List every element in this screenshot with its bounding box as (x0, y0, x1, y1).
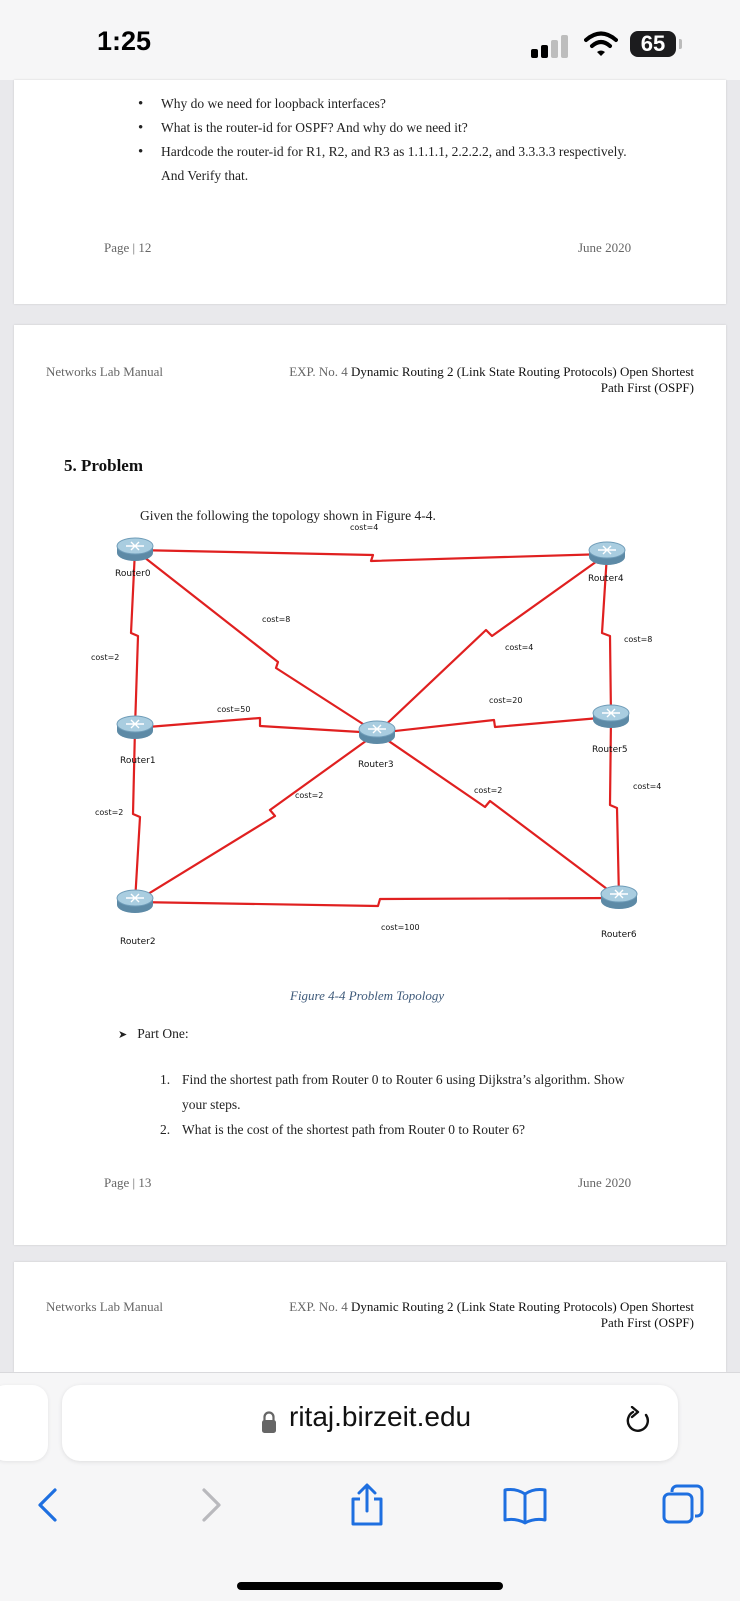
previous-tab-preview[interactable] (0, 1385, 48, 1461)
link-router0-router4 (135, 550, 607, 561)
link-label: cost=20 (489, 696, 522, 705)
forward-icon[interactable] (187, 1482, 233, 1528)
url-text[interactable]: ritaj.birzeit.edu (289, 1401, 471, 1433)
share-icon[interactable] (344, 1482, 390, 1528)
part-one-question-list: 1. Find the shortest path from Router 0 t… (160, 1067, 650, 1142)
link-router1-router3 (135, 718, 377, 733)
list-number: 1. (160, 1067, 170, 1092)
question-bullet-list: Why do we need for loopback interfaces? … (125, 92, 645, 188)
bullet-item: Why do we need for loopback interfaces? (125, 92, 645, 116)
bullet-item: Hardcode the router-id for R1, R2, and R… (125, 140, 645, 188)
experiment-title: Dynamic Routing 2 (Link State Routing Pr… (351, 364, 694, 395)
router-icon-router1 (117, 716, 153, 739)
status-bar: 1:25 65 (0, 0, 740, 80)
router-icon-router3 (359, 721, 395, 744)
link-label: cost=100 (381, 923, 420, 932)
router-icon-router2 (117, 890, 153, 913)
link-label: cost=2 (95, 808, 123, 817)
reload-icon[interactable] (624, 1406, 652, 1436)
link-label: cost=2 (474, 786, 502, 795)
list-item: 2. What is the cost of the shortest path … (160, 1117, 650, 1142)
link-router2-router6 (135, 898, 619, 906)
status-time: 1:25 (97, 26, 151, 57)
page-number: Page | 13 (104, 1175, 151, 1191)
page-date: June 2020 (578, 1175, 631, 1191)
back-icon[interactable] (26, 1482, 72, 1528)
section-title: 5. Problem (64, 456, 143, 476)
experiment-title: Dynamic Routing 2 (Link State Routing Pr… (351, 1299, 694, 1330)
router-label: Router2 (120, 937, 156, 947)
link-router1-router2 (133, 728, 140, 902)
question-text: What is the cost of the shortest path fr… (182, 1122, 525, 1137)
link-router5-router3 (377, 717, 611, 733)
link-label: cost=4 (633, 782, 661, 791)
bullet-item: What is the router-id for OSPF? And why … (125, 116, 645, 140)
network-topology-diagram: cost=4 cost=2 cost=8 cost=2 cost=50 cost… (80, 520, 720, 960)
bookmarks-icon[interactable] (502, 1482, 548, 1528)
link-label: cost=2 (295, 791, 323, 800)
experiment-number: EXP. No. 4 (289, 364, 348, 379)
question-text: Find the shortest path from Router 0 to … (182, 1072, 624, 1112)
header-experiment-title: EXP. No. 4 Dynamic Routing 2 (Link State… (274, 1299, 694, 1331)
link-router2-router3 (135, 733, 377, 902)
link-label: cost=4 (505, 643, 533, 652)
header-manual-title: Networks Lab Manual (46, 1299, 163, 1315)
figure-caption: Figure 4-4 Problem Topology (290, 988, 444, 1004)
lock-icon (261, 1410, 277, 1434)
part-one-heading: ➤ Part One: (118, 1026, 189, 1042)
arrow-bullet-icon: ➤ (118, 1029, 127, 1041)
page-date: June 2020 (578, 240, 631, 256)
page-number: Page | 12 (104, 240, 151, 256)
router-label: Router0 (115, 569, 151, 579)
link-router3-router6 (377, 733, 619, 898)
link-label: cost=8 (624, 635, 652, 644)
link-label: cost=4 (350, 523, 378, 532)
router-icon-router5 (593, 705, 629, 728)
battery-icon: 65 (630, 31, 676, 57)
battery-level: 65 (641, 31, 665, 56)
experiment-number: EXP. No. 4 (289, 1299, 348, 1314)
router-label: Router4 (588, 574, 624, 584)
router-label: Router3 (358, 760, 394, 770)
header-manual-title: Networks Lab Manual (46, 364, 163, 380)
home-indicator[interactable] (237, 1582, 503, 1590)
link-label: cost=50 (217, 705, 250, 714)
wifi-icon (584, 30, 618, 58)
list-number: 2. (160, 1117, 170, 1142)
link-label: cost=2 (91, 653, 119, 662)
list-item: 1. Find the shortest path from Router 0 t… (160, 1067, 650, 1117)
link-router4-router3 (377, 554, 607, 733)
router-icon-router6 (601, 886, 637, 909)
signal-icon (531, 34, 573, 58)
header-experiment-title: EXP. No. 4 Dynamic Routing 2 (Link State… (274, 364, 694, 396)
router-label: Router1 (120, 756, 156, 766)
part-one-label: Part One: (137, 1026, 188, 1041)
router-label: Router6 (601, 930, 637, 940)
tabs-icon[interactable] (660, 1482, 706, 1528)
router-icon-router0 (117, 538, 153, 561)
battery-tip (679, 39, 682, 49)
link-router0-router3 (135, 550, 377, 733)
router-label: Router5 (592, 745, 628, 755)
link-label: cost=8 (262, 615, 290, 624)
router-icon-router4 (589, 542, 625, 565)
